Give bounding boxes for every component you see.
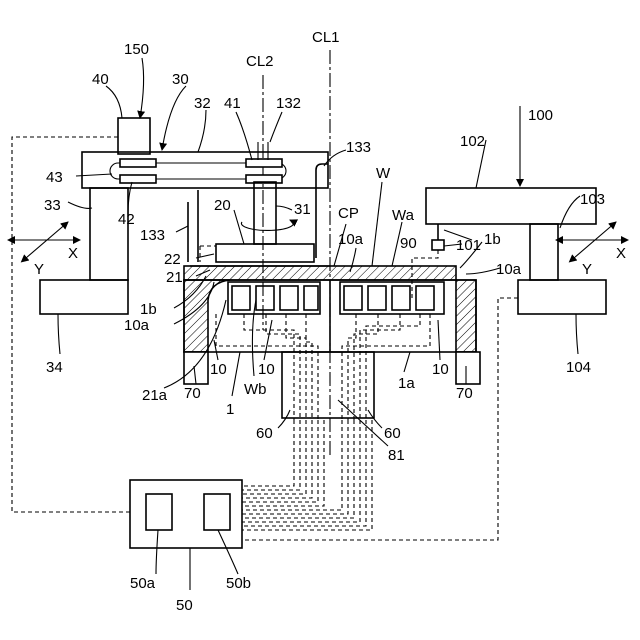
label-32: 32 [194,95,211,112]
label-21: 21 [166,269,183,286]
label-104: 104 [566,359,591,376]
label-100: 100 [528,107,553,124]
label-90: 90 [400,235,417,252]
label-42: 42 [118,211,135,228]
label-102: 102 [460,133,485,150]
label-1b-left: 1b [140,301,157,318]
wafer-W [184,266,456,280]
label-41: 41 [224,95,241,112]
support-70-right [456,352,480,384]
rotation-arrow [241,220,293,230]
pulley-41 [246,159,282,167]
control-lines [12,137,518,540]
axis-x-right: X [616,245,626,262]
label-50a: 50a [130,575,156,592]
label-43: 43 [46,169,63,186]
label-31: 31 [294,201,311,218]
shaft-31 [254,182,276,244]
label-22: 22 [164,251,181,268]
label-10a-right: 10a [496,261,522,278]
label-30: 30 [172,71,189,88]
label-133-left: 133 [140,227,165,244]
label-70-left: 70 [184,385,201,402]
label-1a: 1a [398,375,415,392]
label-w: W [376,165,391,182]
support-post-33 [90,188,128,280]
label-10a-left: 10a [124,317,150,334]
head-20 [216,244,314,262]
label-34: 34 [46,359,63,376]
sensor-90 [432,240,444,250]
label-cl1: CL1 [312,29,340,46]
motor-40 [118,118,150,154]
label-10-a: 10 [210,361,227,378]
chuck-table-1 [184,280,480,418]
label-60-right: 60 [384,425,401,442]
arm-beam [82,152,328,188]
label-21a: 21a [142,387,168,404]
label-20: 20 [214,197,231,214]
label-1b-right: 1b [484,231,501,248]
axis-x-left: X [68,245,78,262]
label-33: 33 [44,197,61,214]
controller-50 [130,480,242,548]
label-10-c: 10 [432,361,449,378]
label-1: 1 [226,401,234,418]
label-40: 40 [92,71,109,88]
label-50: 50 [176,597,193,614]
controller-50a [146,494,172,530]
label-132: 132 [276,95,301,112]
label-81: 81 [388,447,405,464]
measuring-unit-100 [426,188,606,314]
label-101: 101 [456,237,481,254]
label-10-b: 10 [258,361,275,378]
label-60-left: 60 [256,425,273,442]
label-cl2: CL2 [246,53,274,70]
label-50b: 50b [226,575,251,592]
drive-base-34 [40,280,128,314]
label-wb: Wb [244,381,267,398]
label-10a-top: 10a [338,231,364,248]
label-cp: CP [338,205,359,222]
axis-y-right: Y [582,261,592,278]
label-70-right: 70 [456,385,473,402]
label-103: 103 [580,191,605,208]
pulley-42 [120,159,156,167]
label-150: 150 [124,41,149,58]
label-wa: Wa [392,207,415,224]
controller-50b [204,494,230,530]
label-133-top: 133 [346,139,371,156]
axis-y-left: Y [34,261,44,278]
